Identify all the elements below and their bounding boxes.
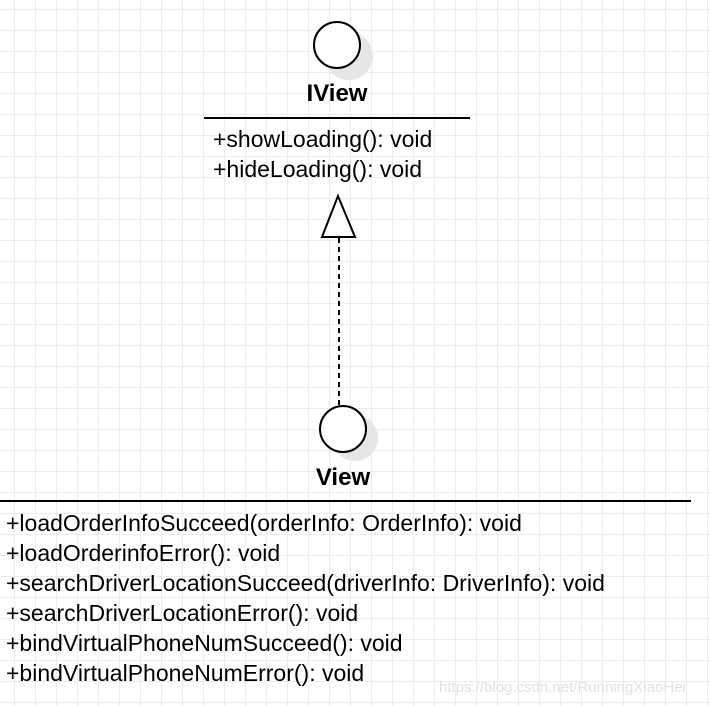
iview-interface-symbol (313, 21, 373, 80)
iview-method: +showLoading(): void (213, 126, 433, 152)
view-method: +loadOrderinfoError(): void (6, 540, 281, 566)
view-method: +searchDriverLocationSucceed(driverInfo:… (6, 570, 605, 596)
iview-methods-list: +showLoading(): void +hideLoading(): voi… (213, 124, 432, 184)
view-method: +bindVirtualPhoneNumError(): void (6, 660, 365, 686)
view-method: +searchDriverLocationError(): void (6, 600, 359, 626)
view-interface-symbol (319, 405, 378, 461)
view-method: +bindVirtualPhoneNumSucceed(): void (6, 630, 403, 656)
view-methods-list: +loadOrderInfoSucceed(orderInfo: OrderIn… (6, 508, 605, 688)
view-class-name: View (315, 464, 371, 491)
realization-arrowhead (320, 193, 357, 238)
view-interface-circle (319, 405, 367, 453)
iview-class-name: IView (306, 80, 368, 107)
watermark-text: https://blog.csdn.net/RunningXiaoHei (439, 679, 686, 696)
view-method: +loadOrderInfoSucceed(orderInfo: OrderIn… (6, 510, 522, 536)
iview-method: +hideLoading(): void (213, 156, 423, 182)
iview-interface-circle (313, 21, 361, 69)
